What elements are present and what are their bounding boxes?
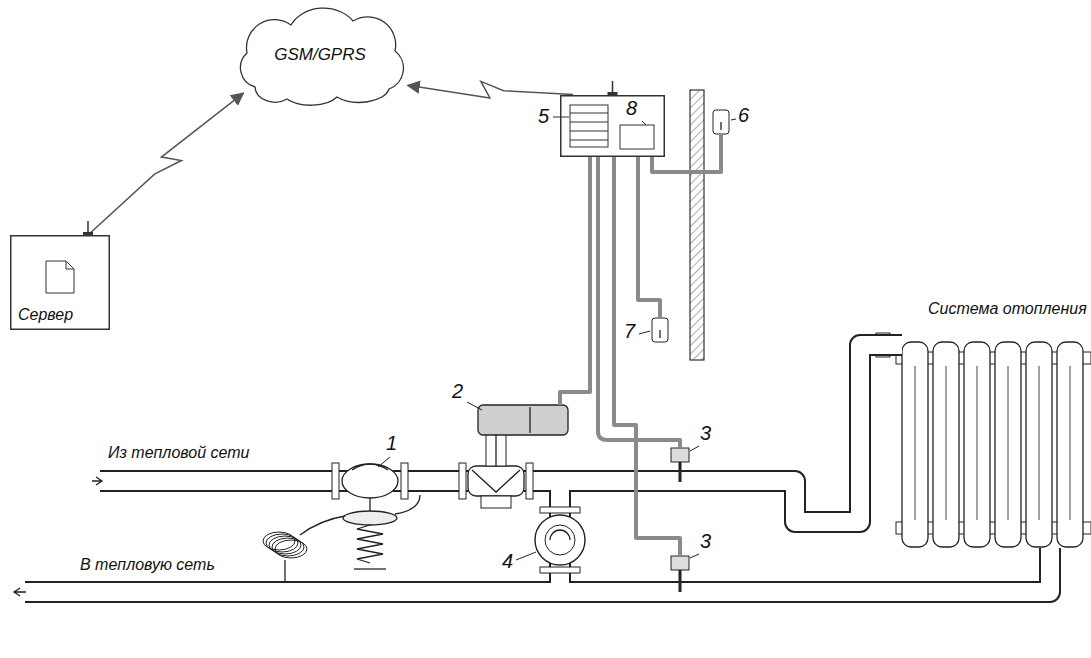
radiator: [876, 333, 1091, 547]
pipe-label: Система отопления: [928, 300, 1087, 318]
pump: [535, 507, 585, 573]
server-box: Сервер: [10, 235, 110, 330]
cables: [560, 134, 721, 556]
wall: [690, 90, 704, 360]
controller-cabinet: 58: [560, 95, 665, 157]
callout-number: 4: [502, 550, 513, 573]
signal-arrow: [408, 81, 573, 98]
control-valve: [459, 405, 568, 508]
callout-number: 1: [386, 432, 397, 455]
temperature-sensors: [652, 110, 729, 592]
pipes: [14, 345, 1050, 596]
leader-lines: [378, 119, 736, 560]
callout-number: 2: [452, 380, 463, 403]
network-cloud: GSM/GPRS: [225, 5, 415, 105]
callout-number: 3: [700, 422, 711, 445]
callout-number: 7: [624, 320, 635, 343]
callout-number: 5: [538, 105, 549, 128]
pipe-label: Из тепловой сети: [108, 444, 249, 462]
node-label: GSM/GPRS: [274, 45, 366, 65]
pipe-label: В тепловую сеть: [80, 556, 215, 574]
callout-number: 6: [738, 104, 749, 127]
pressure-regulator: [263, 463, 420, 581]
node-label: Сервер: [18, 306, 73, 324]
callout-number: 8: [626, 97, 637, 120]
signal-arrow: [90, 93, 243, 233]
controller-cabinet-outline: [560, 95, 665, 157]
callout-number: 3: [700, 530, 711, 553]
